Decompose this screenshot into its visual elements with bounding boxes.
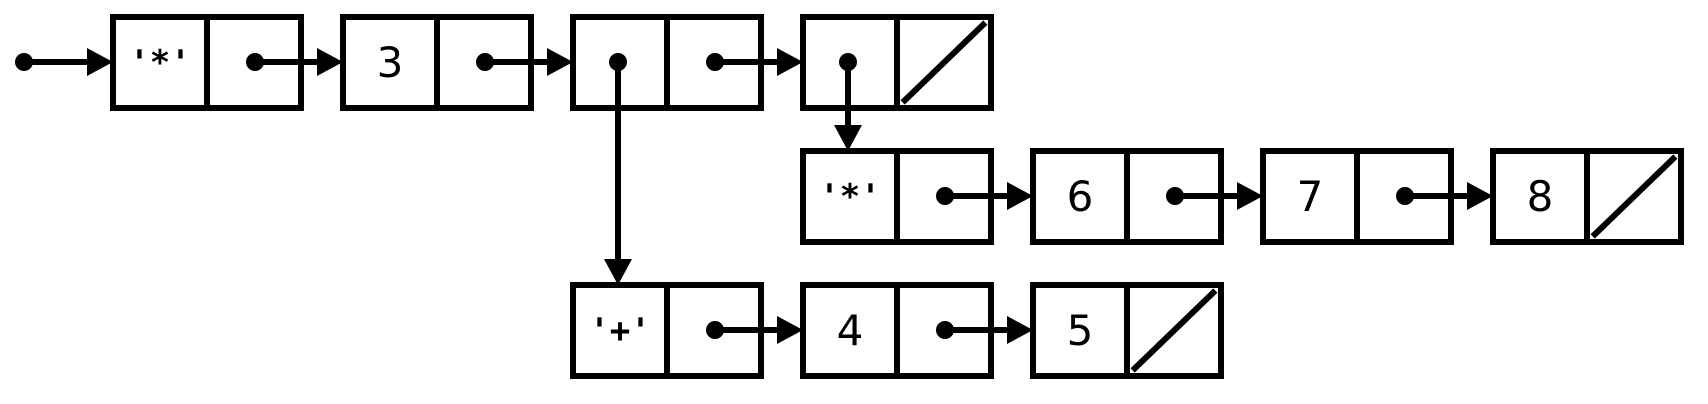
cdr-cell	[670, 288, 758, 373]
car-cell-pointer	[806, 20, 900, 105]
cdr-cell	[1360, 154, 1448, 239]
car-cell: 8	[1496, 154, 1590, 239]
cdr-cell-nil	[900, 20, 988, 105]
cons-cell-mid-4: 8	[1490, 148, 1684, 245]
car-value: 3	[376, 37, 404, 87]
cons-cell-top-4	[800, 14, 994, 111]
cons-cell-top-3	[570, 14, 764, 111]
car-cell: 5	[1036, 288, 1130, 373]
car-cell: 4	[806, 288, 900, 373]
car-value: '*'	[129, 42, 191, 83]
nil-slash-icon	[1590, 154, 1678, 239]
cdr-cell-nil	[1130, 288, 1218, 373]
car-cell: '+'	[576, 288, 670, 373]
cons-cell-mid-2: 6	[1030, 148, 1224, 245]
car-cell: '*'	[806, 154, 900, 239]
car-value: '*'	[819, 176, 881, 217]
car-value: 5	[1066, 305, 1094, 355]
car-value: 6	[1066, 171, 1094, 221]
head-pointer-arrow	[15, 48, 113, 76]
cons-cell-mid-3: 7	[1260, 148, 1454, 245]
nil-slash-icon	[1130, 288, 1218, 373]
cdr-cell-nil	[1590, 154, 1678, 239]
cons-cell-top-1: '*'	[110, 14, 304, 111]
cdr-cell	[900, 288, 988, 373]
cdr-cell	[440, 20, 528, 105]
cdr-cell	[900, 154, 988, 239]
car-cell: 7	[1266, 154, 1360, 239]
cdr-cell	[670, 20, 758, 105]
car-cell: '*'	[116, 20, 210, 105]
cons-cell-bot-1: '+'	[570, 282, 764, 379]
cons-cell-bot-3: 5	[1030, 282, 1224, 379]
car-value: '+'	[589, 310, 651, 351]
cons-cell-mid-1: '*'	[800, 148, 994, 245]
cdr-cell	[210, 20, 298, 105]
car-cell: 6	[1036, 154, 1130, 239]
car-cell-pointer	[576, 20, 670, 105]
cons-cell-top-2: 3	[340, 14, 534, 111]
cdr-cell	[1130, 154, 1218, 239]
cons-cell-bot-2: 4	[800, 282, 994, 379]
car-value: 7	[1296, 171, 1324, 221]
nil-slash-icon	[900, 20, 988, 105]
car-cell: 3	[346, 20, 440, 105]
car-value: 8	[1526, 171, 1554, 221]
car-value: 4	[836, 305, 864, 355]
